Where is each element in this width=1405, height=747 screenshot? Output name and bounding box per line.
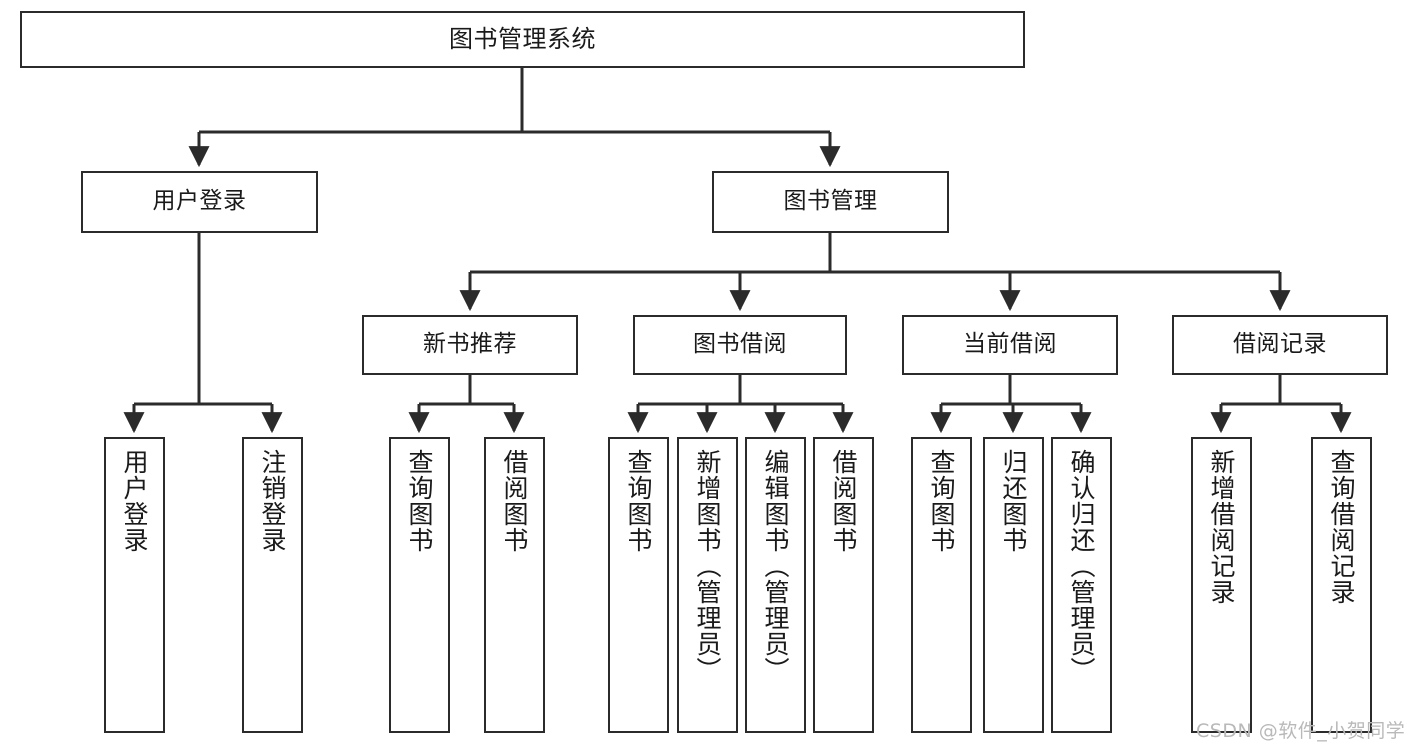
leaf-node-label: 归还图书: [999, 449, 1028, 553]
leaf-node-label: 编辑图书（管理员）: [761, 449, 790, 683]
node-root-label: 图书管理系统: [449, 25, 596, 54]
leaf-node[interactable]: 用户登录: [104, 437, 165, 733]
leaf-node-label: 确认归还（管理员）: [1067, 449, 1096, 683]
leaf-node[interactable]: 查询图书: [608, 437, 669, 733]
leaf-node[interactable]: 编辑图书（管理员）: [745, 437, 806, 733]
leaf-node-label: 新增图书（管理员）: [693, 449, 722, 683]
leaf-node-label: 注销登录: [258, 449, 287, 553]
leaf-node-label: 新增借阅记录: [1207, 449, 1236, 605]
leaf-node[interactable]: 查询图书: [911, 437, 972, 733]
leaf-node[interactable]: 新增借阅记录: [1191, 437, 1252, 733]
node-root[interactable]: 图书管理系统: [20, 11, 1025, 68]
leaf-node[interactable]: 确认归还（管理员）: [1051, 437, 1112, 733]
node-new-book-recommend-label: 新书推荐: [423, 331, 517, 358]
node-current-borrow[interactable]: 当前借阅: [902, 315, 1118, 375]
leaf-node-label: 借阅图书: [829, 449, 858, 553]
leaf-node-label: 查询图书: [624, 449, 653, 553]
leaf-node-label: 用户登录: [120, 449, 149, 553]
leaf-node[interactable]: 借阅图书: [813, 437, 874, 733]
node-book-borrow-label: 图书借阅: [693, 331, 787, 358]
node-borrow-records[interactable]: 借阅记录: [1172, 315, 1388, 375]
leaf-node[interactable]: 查询图书: [389, 437, 450, 733]
leaf-node[interactable]: 注销登录: [242, 437, 303, 733]
node-current-borrow-label: 当前借阅: [963, 331, 1057, 358]
leaf-node-label: 借阅图书: [500, 449, 529, 553]
leaf-node-label: 查询借阅记录: [1327, 449, 1356, 605]
node-book-management[interactable]: 图书管理: [712, 171, 949, 233]
node-new-book-recommend[interactable]: 新书推荐: [362, 315, 578, 375]
leaf-node-label: 查询图书: [405, 449, 434, 553]
leaf-node[interactable]: 新增图书（管理员）: [677, 437, 738, 733]
node-user-login[interactable]: 用户登录: [81, 171, 318, 233]
leaf-node[interactable]: 归还图书: [983, 437, 1044, 733]
watermark: CSDN @软件_小贺同学: [1196, 720, 1405, 742]
leaf-node[interactable]: 查询借阅记录: [1311, 437, 1372, 733]
node-user-login-label: 用户登录: [152, 188, 247, 215]
node-book-borrow[interactable]: 图书借阅: [633, 315, 847, 375]
leaf-node[interactable]: 借阅图书: [484, 437, 545, 733]
leaf-node-label: 查询图书: [927, 449, 956, 553]
node-borrow-records-label: 借阅记录: [1233, 331, 1327, 358]
node-book-management-label: 图书管理: [783, 188, 878, 215]
